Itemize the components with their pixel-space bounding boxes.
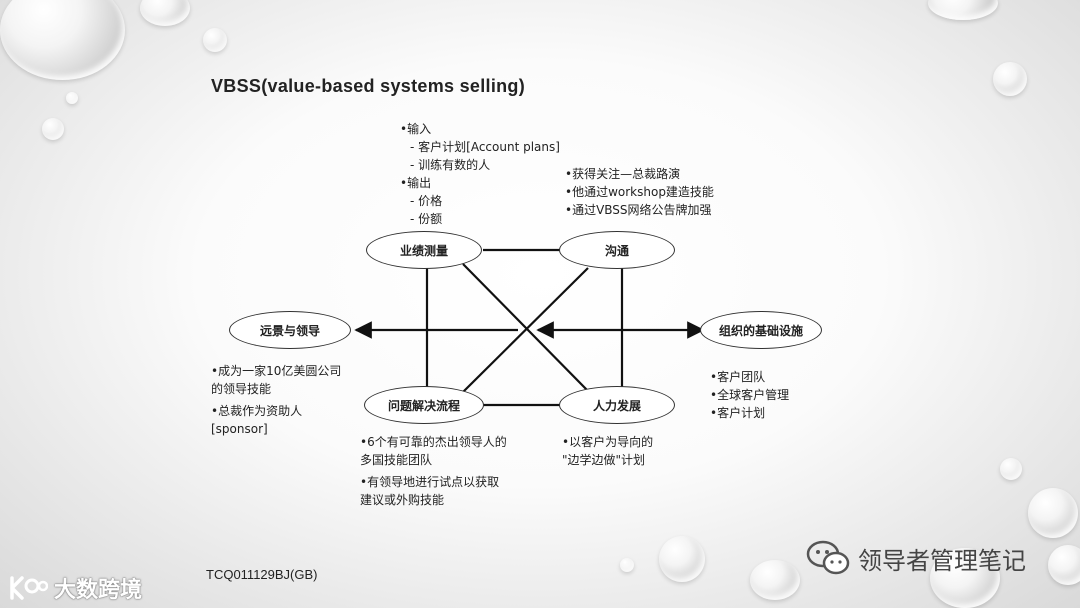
water-drop-decoration — [750, 560, 800, 600]
note-line: •客户团队 — [710, 370, 766, 384]
note-vision: •成为一家10亿美圆公司 的领导技能 •总裁作为资助人 [sponsor] — [211, 362, 341, 438]
water-drop-decoration — [66, 92, 78, 104]
water-drop-decoration — [659, 536, 705, 582]
note-line: •他通过workshop建造技能 — [565, 185, 714, 199]
note-line: - 份额 — [410, 212, 443, 226]
note-line: •有领导地进行试点以获取 — [360, 475, 500, 489]
page-title: VBSS(value-based systems selling) — [211, 76, 526, 96]
note-line: "边学边做"计划 — [562, 453, 646, 467]
note-line: [sponsor] — [211, 422, 268, 436]
node-hr-development: 人力发展 — [559, 386, 675, 424]
watermark-left: 大数跨境 — [8, 572, 142, 604]
water-drop-decoration — [993, 62, 1027, 96]
note-hr-development: •以客户为导向的 "边学边做"计划 — [562, 433, 653, 469]
node-communication: 沟通 — [559, 231, 675, 269]
water-drop-decoration — [42, 118, 64, 140]
water-drop-decoration — [1000, 458, 1022, 480]
note-line: •总裁作为资助人 — [211, 404, 303, 418]
note-line: 多国技能团队 — [360, 453, 433, 467]
note-communication: •获得关注—总裁路演 •他通过workshop建造技能 •通过VBSS网络公告牌… — [565, 165, 714, 219]
note-line: •以客户为导向的 — [562, 435, 654, 449]
connector-diagonal-1 — [462, 263, 589, 392]
note-problem-solving: •6个有可靠的杰出领导人的 多国技能团队 •有领导地进行试点以获取 建议或外购技… — [360, 433, 507, 509]
watermark-right-text: 领导者管理笔记 — [858, 546, 1026, 575]
water-drop-decoration — [620, 558, 634, 572]
note-line: - 训练有数的人 — [410, 158, 491, 172]
connector-diagonal-2 — [462, 267, 589, 393]
water-drop-decoration — [203, 28, 227, 52]
footer-code: TCQ011129BJ(GB) — [206, 567, 318, 582]
note-line: •输入 — [400, 122, 432, 136]
node-infrastructure: 组织的基础设施 — [700, 311, 822, 349]
wechat-icon — [806, 540, 850, 575]
note-line: - 价格 — [410, 194, 443, 208]
note-line: 的领导技能 — [211, 382, 272, 396]
water-drop-decoration — [928, 0, 998, 20]
note-line: •成为一家10亿美圆公司 — [211, 364, 342, 378]
node-problem-solving: 问题解决流程 — [364, 386, 484, 424]
water-drop-decoration — [1028, 488, 1078, 538]
water-drop-decoration — [930, 548, 1000, 608]
note-line: •全球客户管理 — [710, 388, 790, 402]
note-line: •通过VBSS网络公告牌加强 — [565, 203, 712, 217]
note-line: •6个有可靠的杰出领导人的 — [360, 435, 507, 449]
node-vision: 远景与领导 — [229, 311, 351, 349]
note-measurement: •输入 - 客户计划[Account plans] - 训练有数的人 •输出 -… — [400, 120, 560, 228]
node-measurement: 业绩测量 — [366, 231, 482, 269]
note-line: •输出 — [400, 176, 432, 190]
water-drop-decoration — [0, 0, 125, 80]
note-line: 建议或外购技能 — [360, 493, 445, 507]
note-line: •客户计划 — [710, 406, 766, 420]
note-line: - 客户计划[Account plans] — [410, 140, 560, 154]
watermark-left-text: 大数跨境 — [54, 578, 143, 603]
watermark-right: 领导者管理笔记 — [806, 540, 1026, 576]
note-infrastructure: •客户团队 •全球客户管理 •客户计划 — [710, 368, 789, 422]
logo-icon — [10, 576, 48, 600]
water-drop-decoration — [1048, 545, 1080, 585]
note-line: •获得关注—总裁路演 — [565, 167, 681, 181]
